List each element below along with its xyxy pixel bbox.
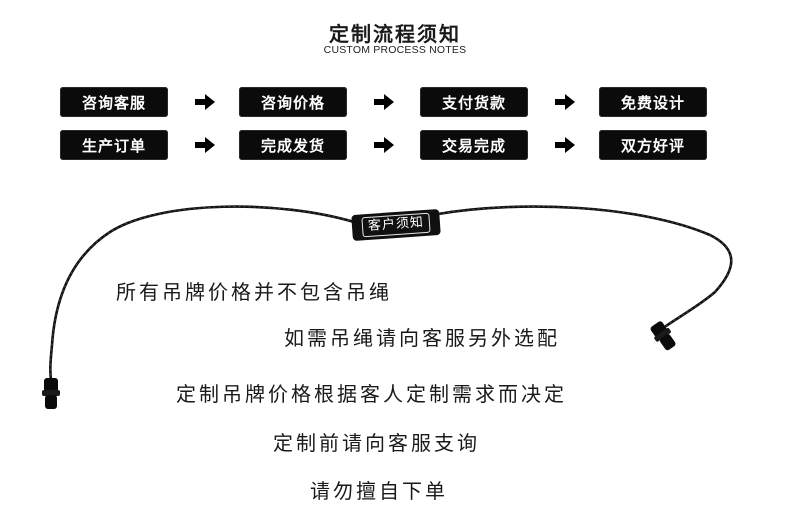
step-production-order: 生产订单 (60, 130, 168, 160)
step-deal-complete: 交易完成 (420, 130, 528, 160)
note-line-3: 定制吊牌价格根据客人定制需求而决定 (176, 382, 567, 406)
arrow-right-icon (373, 94, 395, 110)
step-shipped: 完成发货 (239, 130, 347, 160)
step-mutual-review: 双方好评 (599, 130, 707, 160)
string-end-right (650, 321, 676, 351)
step-pay-goods: 支付货款 (420, 87, 528, 117)
step-free-design: 免费设计 (599, 87, 707, 117)
arrow-right-icon (554, 137, 576, 153)
tag-label: 客户须知 (361, 212, 431, 238)
note-line-1: 所有吊牌价格并不包含吊绳 (116, 280, 392, 304)
page-subtitle: CUSTOM PROCESS NOTES (323, 44, 467, 56)
arrow-right-icon (554, 94, 576, 110)
step-consult-price: 咨询价格 (239, 87, 347, 117)
note-line-2: 如需吊绳请向客服另外选配 (284, 326, 560, 350)
arrow-right-icon (194, 94, 216, 110)
page-title: 定制流程须知 (329, 22, 461, 46)
string-end-left (42, 378, 60, 409)
arrow-right-icon (194, 137, 216, 153)
step-consult-service: 咨询客服 (60, 87, 168, 117)
note-line-4: 定制前请向客服支询 (273, 431, 480, 455)
arrow-right-icon (373, 137, 395, 153)
note-line-5: 请勿擅自下单 (310, 479, 448, 503)
